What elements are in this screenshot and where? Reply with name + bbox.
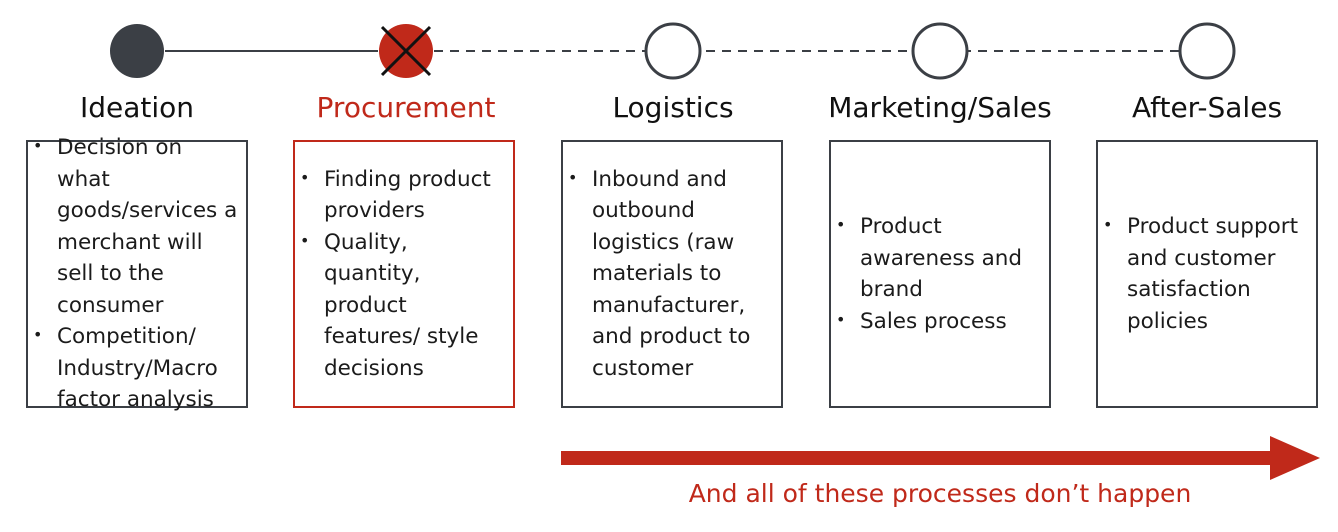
marketing-sales-milestone-pending	[911, 22, 969, 80]
bullet-item: Inbound and outbound logistics (raw mate…	[567, 164, 773, 385]
stage-title-logistics: Logistics	[612, 91, 734, 124]
logistics-milestone-pending	[644, 22, 702, 80]
ideation-milestone-done	[110, 24, 164, 78]
stage-box-after-sales: Product support and customer satisfactio…	[1096, 140, 1318, 408]
bullet-item: Quality, quantity, product features/ sty…	[299, 227, 505, 385]
after-sales-milestone-pending	[1178, 22, 1236, 80]
stage-box-ideation: Decision on what goods/services a mercha…	[26, 132, 248, 412]
bullet-item: Product awareness and brand	[835, 211, 1041, 306]
stage-box-procurement: Finding product providers Quality, quant…	[293, 140, 515, 408]
bullet-list: Product support and customer satisfactio…	[1102, 211, 1308, 337]
procurement-milestone-blocked-icon	[379, 24, 433, 78]
right-arrow-icon	[561, 436, 1320, 480]
bullet-list: Product awareness and brand Sales proces…	[835, 211, 1041, 337]
bullet-item: Finding product providers	[299, 164, 505, 227]
bullet-item: Decision on what goods/services a mercha…	[32, 132, 238, 321]
stage-title-procurement: Procurement	[316, 91, 496, 124]
bullet-item: Product support and customer satisfactio…	[1102, 211, 1308, 337]
stage-box-logistics: Inbound and outbound logistics (raw mate…	[561, 140, 783, 408]
bullet-item: Competition/ Industry/Macro factor analy…	[32, 321, 238, 416]
bullet-list: Decision on what goods/services a mercha…	[32, 132, 238, 416]
stage-title-marketing-sales: Marketing/Sales	[828, 91, 1052, 124]
stage-title-after-sales: After-Sales	[1131, 91, 1283, 124]
bullet-item: Sales process	[835, 306, 1041, 338]
bullet-list: Inbound and outbound logistics (raw mate…	[567, 164, 773, 385]
stage-box-marketing-sales: Product awareness and brand Sales proces…	[829, 140, 1051, 408]
processes-caption: And all of these processes don’t happen	[688, 479, 1192, 508]
bullet-list: Finding product providers Quality, quant…	[299, 164, 505, 385]
stage-title-ideation: Ideation	[79, 91, 195, 124]
